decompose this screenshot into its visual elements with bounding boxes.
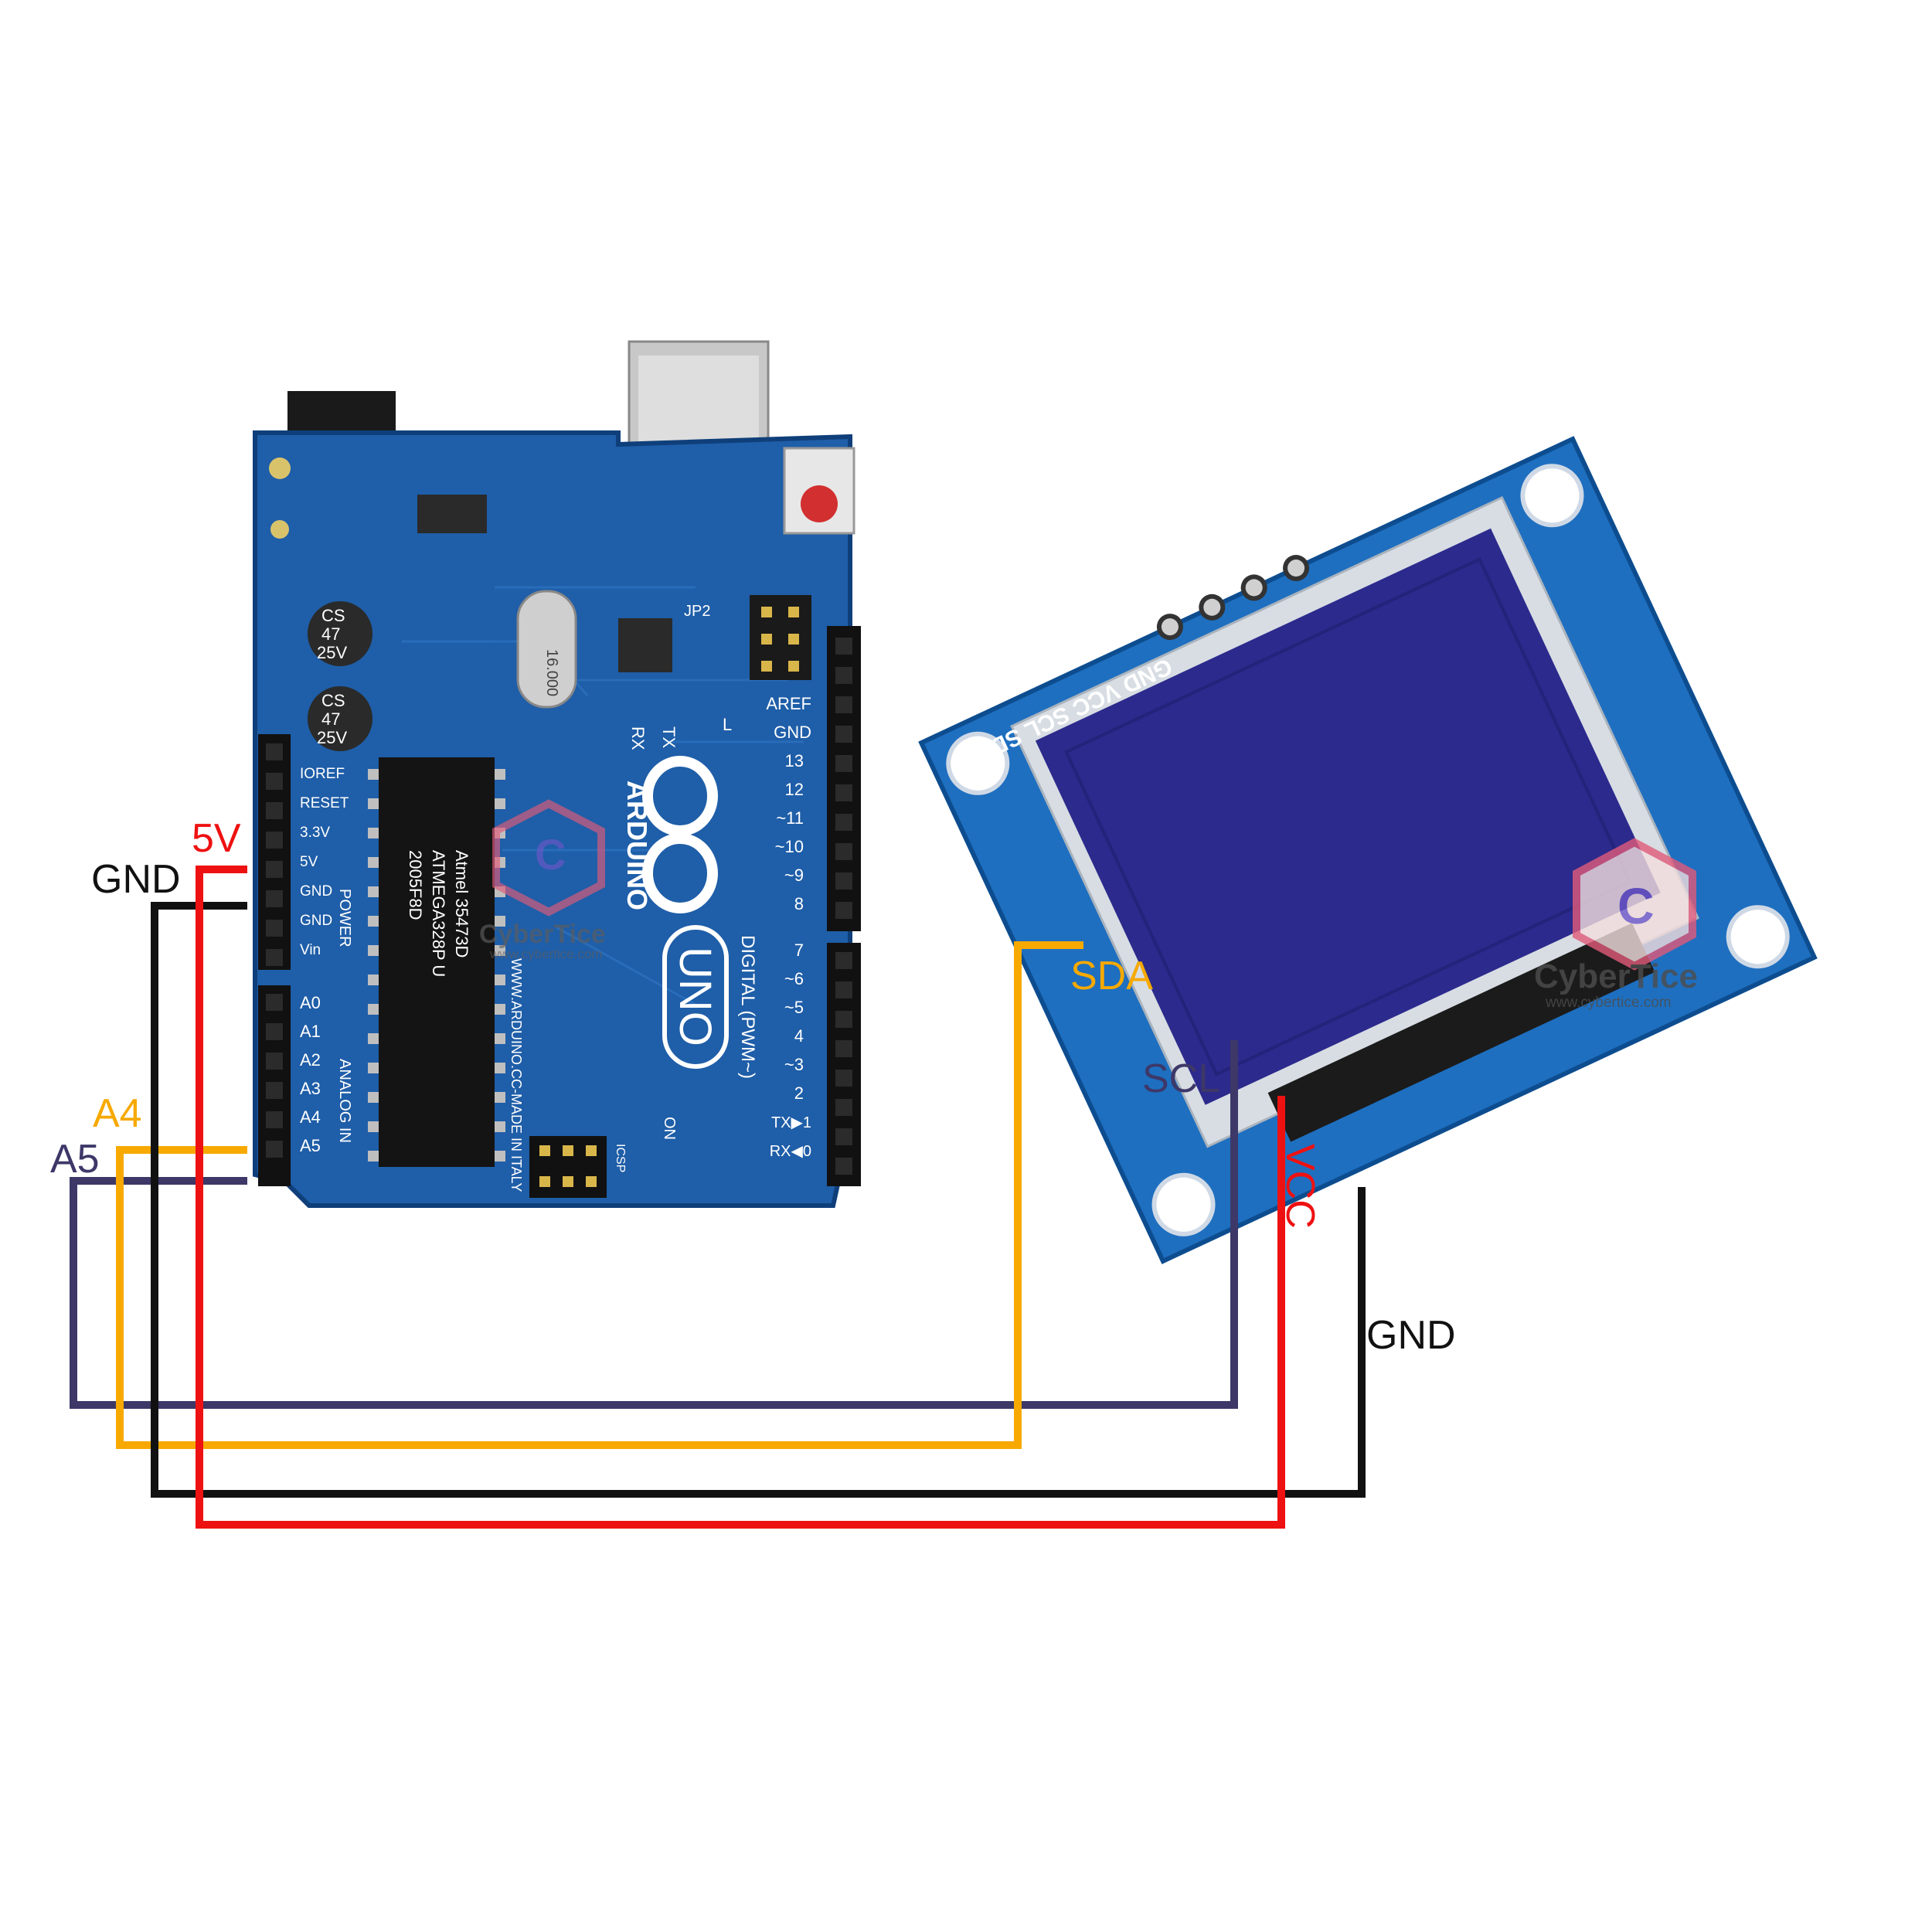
capacitor-2: CS 47 25V	[308, 686, 372, 751]
pin-ioref: IOREF	[300, 766, 345, 782]
analog-label: ANALOG IN	[336, 1059, 353, 1143]
pin-a4: A4	[300, 1107, 321, 1127]
label-a4: A4	[93, 1091, 142, 1136]
crystal: 16.000	[516, 590, 577, 709]
power-label: POWER	[336, 889, 353, 947]
digital-header: AREF GND 13 12 ~11 ~10 ~9 8 7 ~6 ~5 4 ~3…	[737, 626, 861, 1186]
atmega328p-chip: Atmel 35473D ATMEGA328P U 2005F8D	[368, 757, 505, 1167]
svg-text:RX◀0: RX◀0	[770, 1143, 811, 1160]
watermark-right: C CyberTice www.cybertice.com	[1534, 838, 1698, 1011]
uno-model: UNO	[670, 947, 720, 1046]
svg-text:~10: ~10	[775, 837, 804, 856]
svg-text:CS: CS	[321, 606, 345, 625]
label-scl: SCL	[1142, 1056, 1220, 1101]
svg-text:8: 8	[794, 894, 804, 913]
svg-text:7: 7	[794, 940, 804, 960]
pin-gnd-1: GND	[300, 883, 332, 900]
power-header: IOREF RESET 3.3V 5V GND GND Vin POWER	[258, 734, 353, 970]
svg-text:2005F8D: 2005F8D	[406, 850, 425, 920]
pin-a0: A0	[300, 993, 321, 1012]
pin-a1: A1	[300, 1022, 321, 1041]
svg-text:RX: RX	[628, 726, 648, 750]
svg-text:47: 47	[321, 709, 340, 729]
wires	[70, 866, 1366, 1529]
svg-text:CyberTice: CyberTice	[479, 920, 606, 949]
svg-text:www.cybertice.com: www.cybertice.com	[489, 947, 602, 961]
arduino-site: WWW.ARDUINO.CC-MADE IN ITALY	[509, 958, 524, 1192]
oled-pin-header	[1156, 555, 1310, 641]
svg-text:4: 4	[794, 1026, 804, 1046]
pin-a5: A5	[300, 1136, 321, 1155]
pin-vin: Vin	[300, 942, 321, 958]
svg-text:L: L	[723, 715, 732, 734]
arduino-uno-board: CS 47 25V CS 47 25V 16.000 ON JP2 RX T	[253, 340, 861, 1208]
svg-text:12: 12	[785, 780, 804, 799]
label-gnd-right: GND	[1366, 1313, 1456, 1358]
svg-text:AREF: AREF	[766, 694, 811, 713]
svg-text:47: 47	[321, 624, 340, 644]
wire-labels: 5V GND A4 A5 SDA SCL VCC GND	[50, 816, 1456, 1358]
pin-a3: A3	[300, 1079, 321, 1098]
svg-text:TX: TX	[659, 726, 679, 748]
svg-text:ON: ON	[661, 1117, 678, 1140]
svg-text:2: 2	[794, 1083, 804, 1103]
svg-text:GND: GND	[774, 723, 811, 742]
wire-5v-vcc	[196, 866, 1285, 1529]
svg-text:JP2: JP2	[684, 603, 710, 620]
pin-reset: RESET	[300, 795, 349, 811]
svg-text:25V: 25V	[317, 728, 347, 747]
arduino-logo: ARDUINO UNO WWW.ARDUINO.CC-MADE IN ITALY	[509, 756, 729, 1192]
analog-header: A0 A1 A2 A3 A4 A5 ANALOG IN	[258, 985, 353, 1186]
pin-a2: A2	[300, 1050, 321, 1070]
svg-text:ATMEGA328P U: ATMEGA328P U	[429, 850, 448, 977]
label-gnd-left: GND	[91, 857, 181, 902]
wire-a4-sda	[116, 941, 1083, 1449]
pin-gnd-2: GND	[300, 913, 332, 929]
watermark-left: C CyberTice www.cybertice.com	[479, 799, 606, 961]
wire-gnd	[151, 902, 1366, 1498]
oled-screen	[1035, 528, 1661, 1105]
capacitor-1: CS 47 25V	[308, 601, 372, 666]
label-vcc: VCC	[1277, 1144, 1322, 1229]
svg-text:16.000: 16.000	[543, 649, 560, 696]
svg-text:Atmel 35473D: Atmel 35473D	[452, 850, 471, 957]
label-sda: SDA	[1070, 954, 1153, 998]
svg-text:C: C	[535, 830, 566, 879]
svg-text:~9: ~9	[784, 866, 804, 885]
svg-text:TX▶1: TX▶1	[771, 1114, 811, 1131]
svg-text:C: C	[1617, 877, 1655, 934]
svg-text:ICSP: ICSP	[614, 1144, 627, 1172]
label-a5: A5	[50, 1137, 100, 1182]
svg-text:13: 13	[785, 751, 804, 770]
svg-text:~5: ~5	[784, 998, 804, 1017]
svg-text:25V: 25V	[317, 643, 347, 662]
svg-text:CS: CS	[321, 691, 345, 710]
wire-a5-scl	[70, 1040, 1238, 1409]
icsp-header	[529, 1136, 607, 1198]
svg-text:~6: ~6	[784, 969, 804, 988]
arduino-brand: ARDUINO	[621, 781, 653, 910]
svg-text:~3: ~3	[784, 1055, 804, 1074]
label-5v: 5V	[192, 816, 241, 861]
pin-3v3: 3.3V	[300, 825, 330, 841]
oled-module: GND VCC SCL SDA	[918, 436, 1818, 1264]
digital-label: DIGITAL (PWM~)	[737, 935, 758, 1079]
svg-text:www.cybertice.com: www.cybertice.com	[1545, 995, 1672, 1011]
svg-text:CyberTice: CyberTice	[1534, 957, 1698, 995]
reset-button	[783, 447, 855, 535]
pin-5v: 5V	[300, 854, 318, 870]
svg-text:~11: ~11	[776, 808, 804, 828]
